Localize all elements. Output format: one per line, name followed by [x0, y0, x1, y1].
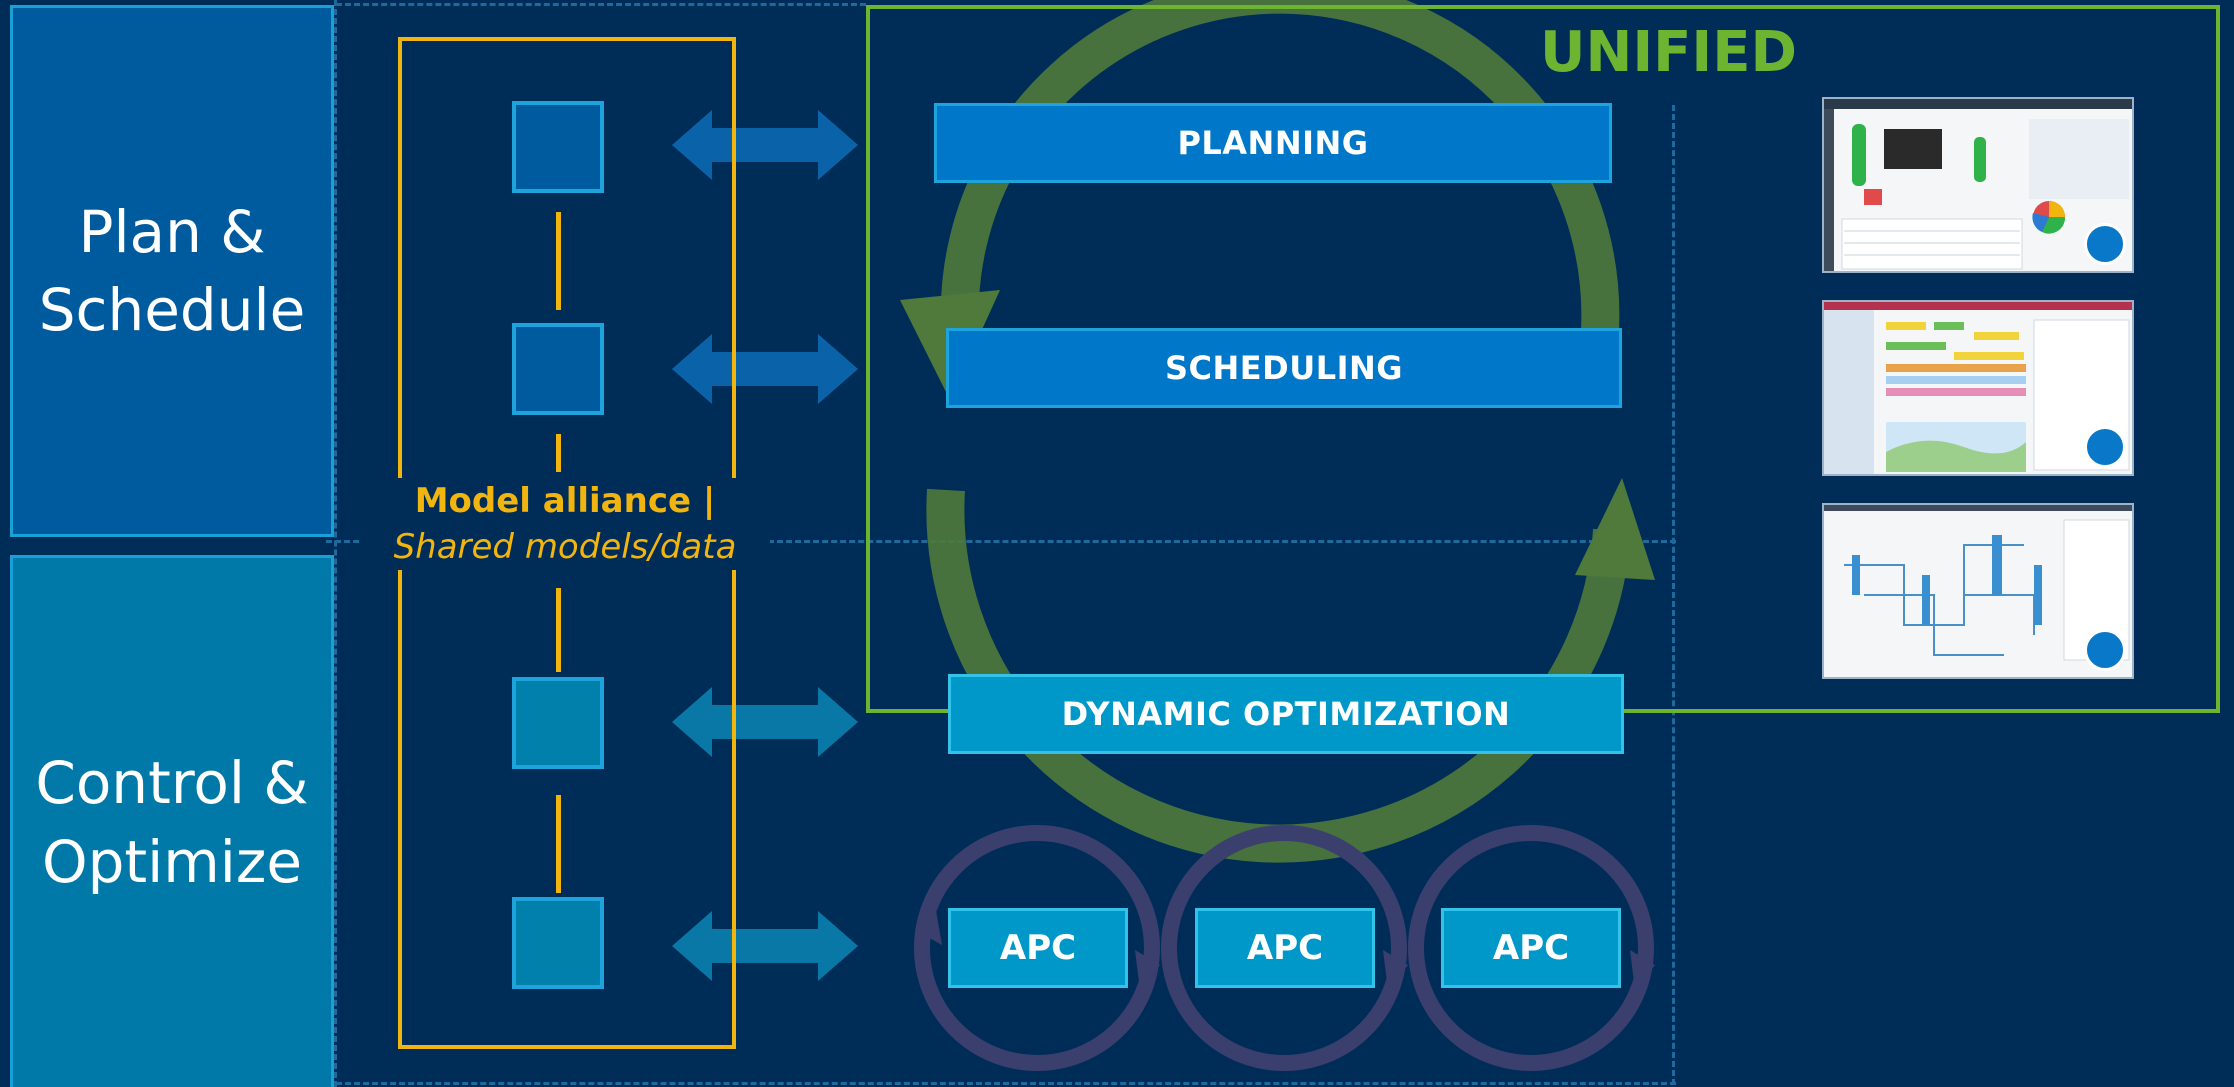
gear-network-icon: [2084, 629, 2126, 671]
apc-label: APC: [999, 928, 1077, 968]
plan-model-node: [512, 101, 604, 193]
apc-box-1: APC: [948, 908, 1128, 988]
chart-step-icon: [2084, 223, 2126, 265]
apc-loop-rings: [914, 825, 1654, 1071]
double-arrow-3: [672, 687, 858, 757]
scheduling-label: SCHEDULING: [1164, 349, 1404, 387]
connector-line: [556, 434, 561, 472]
dynamic-optimization-bar: DYNAMIC OPTIMIZATION: [948, 674, 1624, 754]
middle-dashed-divider: [326, 540, 1676, 543]
connector-line: [556, 212, 561, 310]
bottom-dashed-border: [336, 1082, 1676, 1085]
unified-label: UNIFIED: [1540, 20, 1798, 85]
double-arrows: [672, 110, 858, 981]
plan-schedule-section: Plan & Schedule: [10, 5, 334, 537]
right-dashed-divider: [1672, 105, 1675, 1085]
dynamic-opt-model-node: [512, 677, 604, 769]
dynamic-opt-app-thumbnail: [1822, 503, 2134, 679]
control-optimize-section: Control & Optimize: [10, 555, 334, 1087]
scheduling-bar: SCHEDULING: [946, 328, 1622, 408]
connector-line: [556, 588, 561, 672]
apc-model-node: [512, 897, 604, 989]
model-alliance-title: Model alliance |: [414, 481, 716, 521]
control-optimize-label: Control & Optimize: [35, 749, 309, 896]
double-arrow-2: [672, 334, 858, 404]
apc-box-2: APC: [1195, 908, 1375, 988]
planning-bar: PLANNING: [934, 103, 1612, 183]
double-arrow-1: [672, 110, 858, 180]
planning-label: PLANNING: [1177, 124, 1369, 162]
top-dashed-border: [336, 3, 866, 6]
connector-line: [556, 795, 561, 893]
scheduling-app-thumbnail: [1822, 300, 2134, 476]
model-alliance-subtitle: Shared models/data: [393, 527, 737, 567]
cycle-arrowhead-right: [1575, 478, 1655, 580]
schedule-model-node: [512, 323, 604, 415]
apc-label: APC: [1246, 928, 1324, 968]
apc-loop-arrowheads: [915, 905, 1655, 990]
dynamic-optimization-label: DYNAMIC OPTIMIZATION: [1061, 695, 1511, 733]
planning-app-preview: [1824, 99, 2132, 271]
apc-label: APC: [1492, 928, 1570, 968]
plan-schedule-label: Plan & Schedule: [38, 197, 306, 344]
double-arrow-4: [672, 911, 858, 981]
planning-app-thumbnail: [1822, 97, 2134, 273]
apc-box-3: APC: [1441, 908, 1621, 988]
model-alliance-caption: Model alliance | Shared models/data: [360, 478, 770, 570]
calendar-icon: [2084, 426, 2126, 468]
left-dashed-divider: [334, 0, 337, 1087]
